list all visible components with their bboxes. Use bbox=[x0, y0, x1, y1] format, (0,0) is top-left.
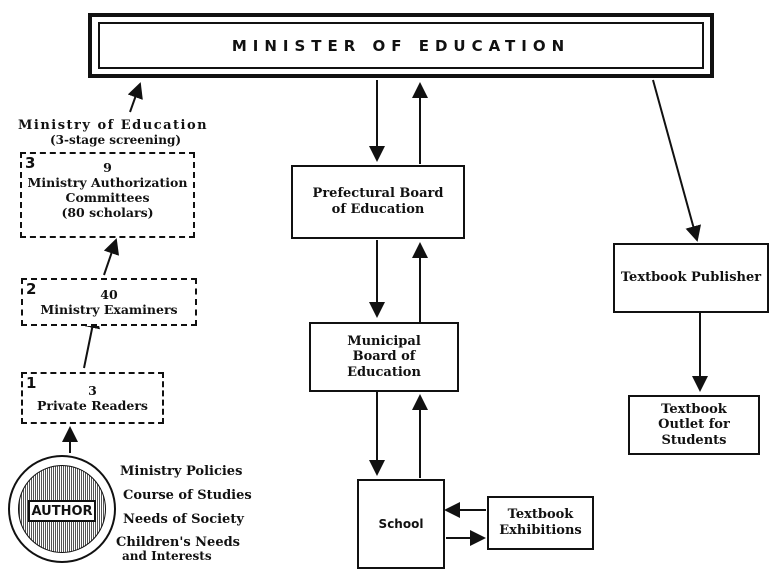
stage3-number: 3 bbox=[25, 154, 36, 172]
stage1-line1: Private Readers bbox=[37, 398, 148, 413]
stage3-count: 9 bbox=[103, 160, 112, 175]
stage3-line3: (80 scholars) bbox=[61, 205, 154, 220]
arrow-examiners-to-committees bbox=[103, 238, 120, 276]
ministry-label: Ministry of Education bbox=[18, 118, 209, 133]
minister-box: MINISTER OF EDUCATION bbox=[88, 13, 714, 78]
stage2-box: 2 40 Ministry Examiners bbox=[21, 278, 197, 326]
screening-label: (3-stage screening) bbox=[50, 133, 182, 147]
stage1-box: 1 3 Private Readers bbox=[21, 372, 164, 424]
influence-and-interests: and Interests bbox=[122, 549, 212, 563]
arrow-screening-to-minister bbox=[127, 82, 143, 113]
stage2-number: 2 bbox=[26, 280, 37, 298]
textbook-publisher-box: Textbook Publisher bbox=[613, 243, 769, 313]
stage3-line2: Committees bbox=[65, 190, 150, 205]
author-label: AUTHOR bbox=[28, 500, 96, 522]
stage3-box: 3 9 Ministry Authorization Committees (8… bbox=[20, 152, 195, 238]
minister-title: MINISTER OF EDUCATION bbox=[98, 22, 704, 69]
author-seal: AUTHOR bbox=[8, 455, 116, 563]
stage2-line1: Ministry Examiners bbox=[40, 302, 178, 317]
textbook-outlet-box: Textbook Outlet for Students bbox=[628, 395, 760, 455]
stage3-line1: Ministry Authorization bbox=[27, 175, 188, 190]
stage1-count: 3 bbox=[88, 383, 97, 398]
prefectural-board-box: Prefectural Board of Education bbox=[291, 165, 465, 239]
stage2-count: 40 bbox=[100, 287, 118, 302]
influence-needs-of-society: Needs of Society bbox=[123, 512, 244, 527]
school-box: School bbox=[357, 479, 445, 569]
influence-childrens-needs: Children's Needs bbox=[116, 535, 240, 550]
textbook-exhibitions-box: Textbook Exhibitions bbox=[487, 496, 594, 550]
municipal-board-box: Municipal Board of Education bbox=[309, 322, 459, 392]
influence-course-of-studies: Course of Studies bbox=[123, 488, 252, 503]
influence-ministry-policies: Ministry Policies bbox=[120, 464, 243, 479]
stage1-number: 1 bbox=[26, 374, 37, 392]
arrow-minister-to-publisher bbox=[652, 79, 702, 242]
